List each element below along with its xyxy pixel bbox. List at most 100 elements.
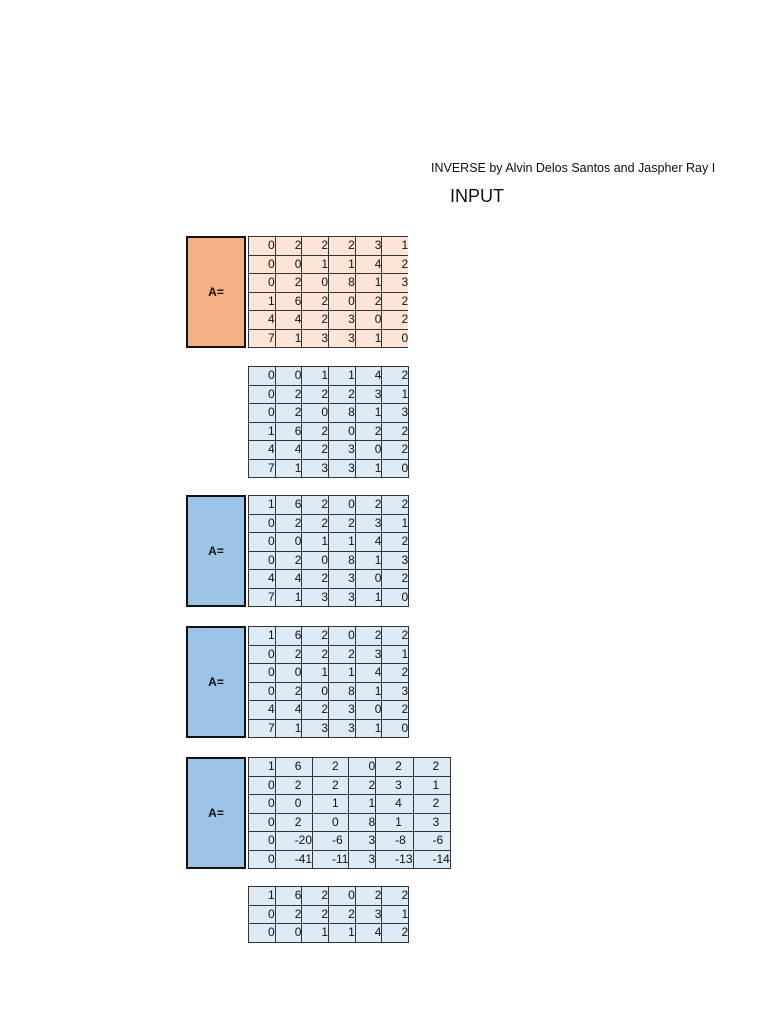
- matrix-cell[interactable]: 4: [354, 923, 383, 943]
- matrix-cell[interactable]: 4: [354, 663, 383, 683]
- matrix-cell[interactable]: 4: [274, 440, 303, 460]
- matrix-cell[interactable]: 2: [381, 626, 410, 646]
- matrix-cell[interactable]: 2: [301, 513, 330, 533]
- matrix-cell[interactable]: 0: [274, 794, 314, 814]
- matrix-cell[interactable]: 1: [328, 532, 356, 552]
- matrix-cell[interactable]: 4: [274, 700, 303, 720]
- matrix-cell[interactable]: 4: [248, 700, 276, 720]
- matrix-cell[interactable]: 1: [274, 718, 303, 738]
- matrix-cell[interactable]: 3: [328, 440, 356, 460]
- matrix-cell[interactable]: 3: [301, 458, 330, 478]
- matrix-cell[interactable]: 3: [328, 718, 356, 738]
- matrix-cell[interactable]: 2: [274, 273, 303, 293]
- matrix-cell[interactable]: 0: [248, 384, 276, 404]
- matrix-cell[interactable]: 2: [328, 904, 356, 924]
- matrix-cell[interactable]: 1: [248, 886, 276, 906]
- matrix-cell[interactable]: 1: [348, 794, 377, 814]
- matrix-cell[interactable]: 2: [301, 700, 330, 720]
- matrix-cell[interactable]: 1: [328, 254, 356, 274]
- matrix-cell[interactable]: 2: [381, 421, 410, 441]
- matrix-cell[interactable]: 1: [274, 328, 303, 348]
- matrix-cell[interactable]: 3: [354, 236, 383, 256]
- matrix-cell[interactable]: 3: [301, 328, 330, 348]
- matrix-cell[interactable]: 3: [354, 644, 383, 664]
- matrix-cell[interactable]: 2: [301, 886, 330, 906]
- matrix-cell[interactable]: 2: [381, 663, 410, 683]
- matrix-cell[interactable]: 1: [381, 513, 410, 533]
- matrix-cell[interactable]: 1: [354, 681, 383, 701]
- matrix-cell[interactable]: 0: [248, 794, 276, 814]
- matrix-cell[interactable]: 8: [328, 273, 356, 293]
- matrix-cell[interactable]: 1: [381, 384, 410, 404]
- matrix-cell[interactable]: 3: [354, 384, 383, 404]
- matrix-cell[interactable]: 2: [274, 775, 314, 795]
- matrix-cell[interactable]: 2: [301, 421, 330, 441]
- matrix-cell[interactable]: 4: [248, 569, 276, 589]
- matrix-cell[interactable]: 2: [274, 644, 303, 664]
- matrix-cell[interactable]: 2: [381, 569, 410, 589]
- matrix-cell[interactable]: 0: [354, 310, 383, 330]
- matrix-cell[interactable]: 2: [381, 254, 409, 274]
- matrix-cell[interactable]: 3: [328, 569, 356, 589]
- matrix-cell[interactable]: 2: [381, 700, 410, 720]
- matrix-cell[interactable]: 2: [381, 532, 410, 552]
- matrix-cell[interactable]: 0: [248, 775, 276, 795]
- matrix-cell[interactable]: 1: [301, 366, 330, 386]
- matrix-cell[interactable]: 0: [274, 663, 303, 683]
- matrix-cell[interactable]: 2: [301, 440, 330, 460]
- matrix-cell[interactable]: 0: [312, 812, 350, 832]
- matrix-cell[interactable]: 0: [354, 700, 383, 720]
- matrix-cell[interactable]: 4: [375, 794, 414, 814]
- matrix-cell[interactable]: 1: [328, 923, 356, 943]
- matrix-cell[interactable]: 0: [248, 681, 276, 701]
- matrix-cell[interactable]: 0: [381, 458, 410, 478]
- matrix-cell[interactable]: 0: [248, 812, 276, 832]
- matrix-cell[interactable]: 0: [381, 328, 409, 348]
- matrix-cell[interactable]: 0: [301, 403, 330, 423]
- matrix-cell[interactable]: 6: [274, 626, 303, 646]
- matrix-cell[interactable]: 2: [301, 644, 330, 664]
- matrix-cell[interactable]: 1: [248, 626, 276, 646]
- matrix-cell[interactable]: 2: [354, 421, 383, 441]
- matrix-cell[interactable]: 0: [348, 757, 377, 777]
- matrix-cell[interactable]: 1: [381, 904, 410, 924]
- matrix-cell[interactable]: 1: [301, 532, 330, 552]
- matrix-cell[interactable]: 0: [274, 923, 303, 943]
- matrix-cell[interactable]: 0: [274, 366, 303, 386]
- matrix-cell[interactable]: 6: [274, 421, 303, 441]
- matrix-cell[interactable]: -11: [312, 849, 350, 869]
- matrix-cell[interactable]: 6: [274, 886, 303, 906]
- matrix-cell[interactable]: 1: [301, 923, 330, 943]
- matrix-cell[interactable]: 0: [248, 663, 276, 683]
- matrix-cell[interactable]: 3: [328, 587, 356, 607]
- matrix-cell[interactable]: 2: [274, 236, 303, 256]
- matrix-cell[interactable]: 7: [248, 458, 276, 478]
- matrix-cell[interactable]: 0: [301, 681, 330, 701]
- matrix-cell[interactable]: 4: [248, 440, 276, 460]
- matrix-cell[interactable]: 0: [248, 550, 276, 570]
- matrix-cell[interactable]: 0: [248, 403, 276, 423]
- matrix-cell[interactable]: 2: [301, 310, 330, 330]
- matrix-cell[interactable]: 2: [354, 291, 383, 311]
- matrix-cell[interactable]: 8: [348, 812, 377, 832]
- matrix-cell[interactable]: 1: [375, 812, 414, 832]
- matrix-cell[interactable]: 3: [381, 403, 410, 423]
- matrix-cell[interactable]: 1: [301, 663, 330, 683]
- matrix-cell[interactable]: -14: [412, 849, 451, 869]
- matrix-cell[interactable]: 0: [274, 532, 303, 552]
- matrix-cell[interactable]: 2: [328, 236, 356, 256]
- matrix-cell[interactable]: 4: [274, 310, 303, 330]
- matrix-cell[interactable]: 3: [301, 587, 330, 607]
- matrix-cell[interactable]: 1: [274, 458, 303, 478]
- matrix-cell[interactable]: -6: [412, 831, 451, 851]
- matrix-cell[interactable]: 2: [381, 366, 410, 386]
- matrix-cell[interactable]: 8: [328, 550, 356, 570]
- matrix-cell[interactable]: 3: [354, 513, 383, 533]
- matrix-cell[interactable]: -41: [274, 849, 314, 869]
- matrix-cell[interactable]: 3: [375, 775, 414, 795]
- matrix-cell[interactable]: 0: [248, 236, 276, 256]
- matrix-cell[interactable]: 2: [412, 794, 451, 814]
- matrix-cell[interactable]: 2: [301, 569, 330, 589]
- matrix-cell[interactable]: 3: [412, 812, 451, 832]
- matrix-cell[interactable]: 2: [381, 495, 410, 515]
